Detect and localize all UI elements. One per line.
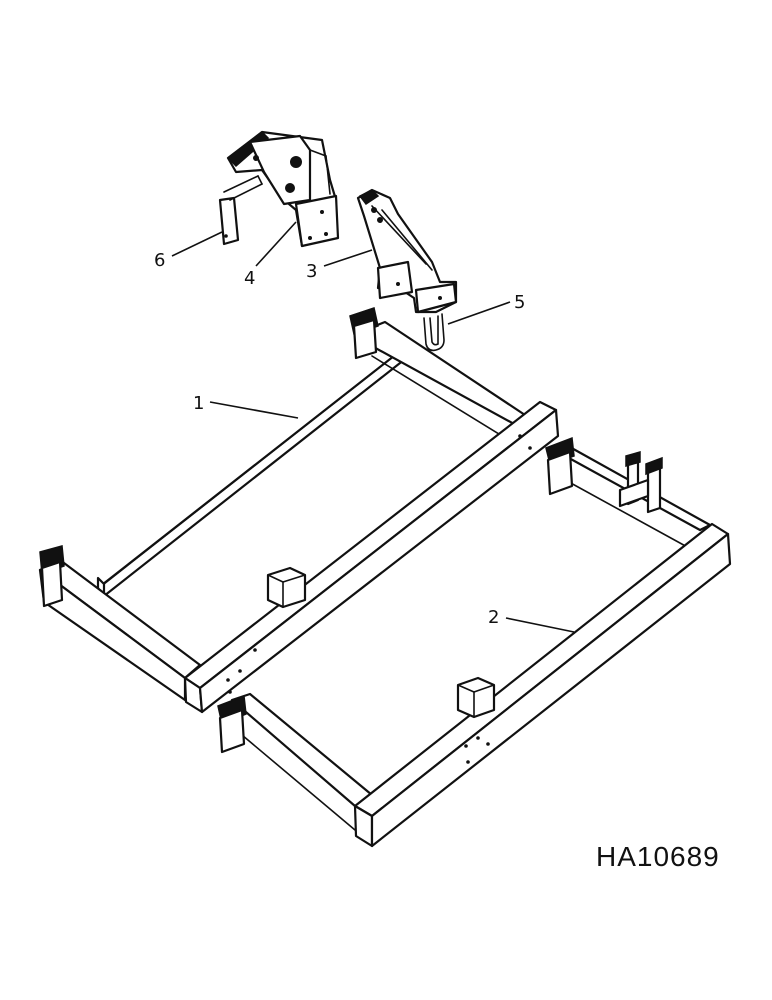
strap-part-6 (218, 175, 263, 246)
callout-5: 5 (514, 292, 525, 313)
leader-6 (171, 231, 223, 257)
bracket-part-4 (226, 130, 340, 248)
callout-3: 3 (306, 261, 317, 282)
leader-4 (255, 221, 297, 267)
leader-2 (505, 617, 575, 633)
arm-part-3 (356, 188, 458, 314)
callout-4: 4 (244, 268, 255, 289)
callout-1: 1 (193, 393, 204, 414)
leader-1 (209, 401, 299, 419)
drawing-code: HA10689 (596, 841, 720, 872)
callout-2: 2 (488, 607, 499, 628)
leader-5 (447, 301, 511, 325)
ubolt-part-5 (423, 313, 445, 352)
leader-lines (171, 221, 575, 633)
frame-part-1 (38, 307, 560, 714)
callout-6: 6 (154, 250, 165, 271)
leader-3 (323, 249, 373, 267)
frame-part-2 (217, 436, 732, 848)
